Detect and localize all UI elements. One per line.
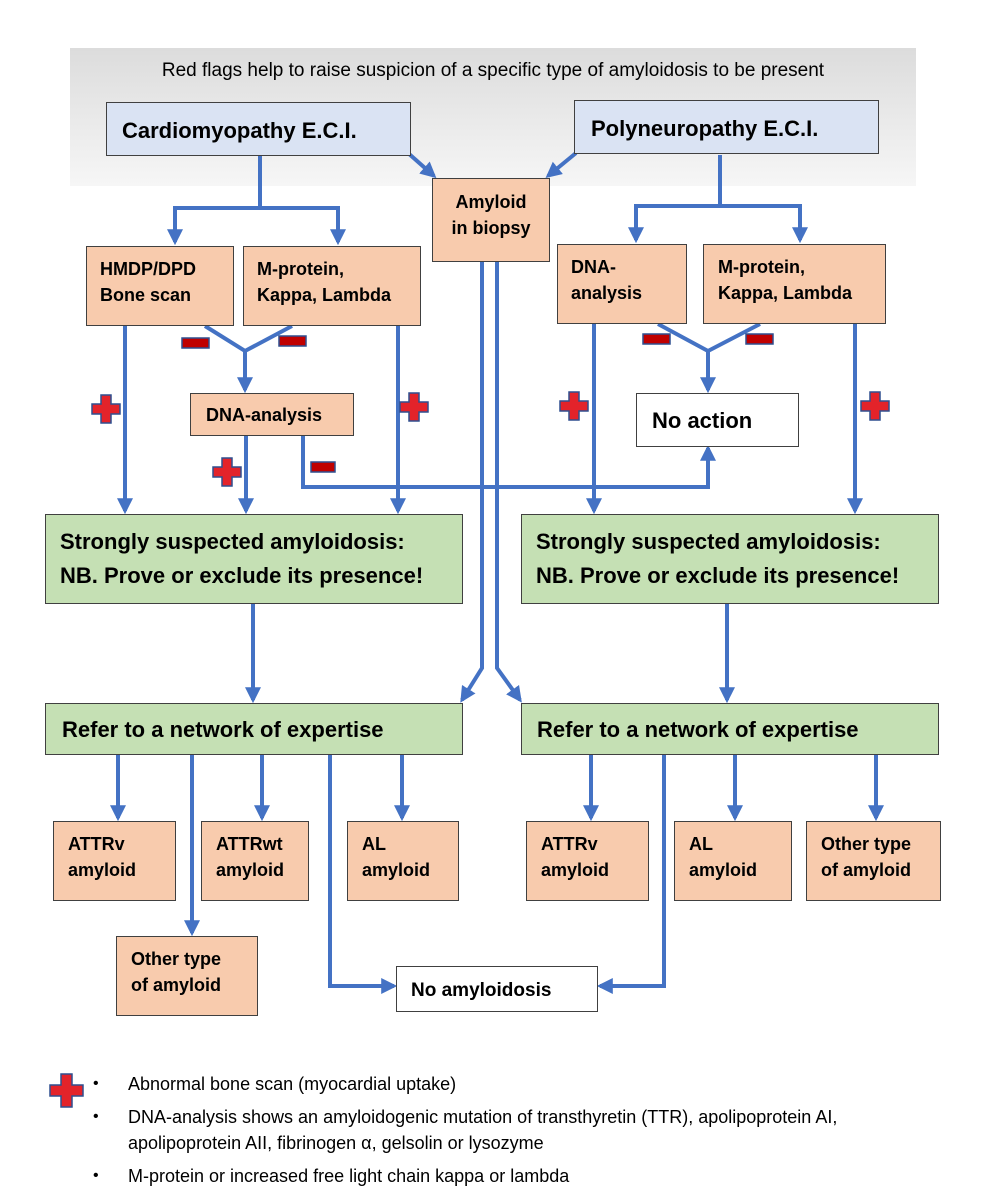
amyloid-biopsy-line2: in biopsy xyxy=(451,218,531,239)
no-amyloidosis-label: No amyloidosis xyxy=(411,980,552,1001)
al-right-box: AL amyloid xyxy=(674,821,792,901)
cardiomyopathy-label: Cardiomyopathy E.C.I. xyxy=(122,118,357,143)
minus-sign-icon xyxy=(278,335,307,347)
arrow-poly-split xyxy=(628,155,722,244)
other-left-box: Other type of amyloid xyxy=(116,936,258,1016)
refer-right-label: Refer to a network of expertise xyxy=(537,717,859,742)
arrow-refer-no-amyloidosis-left xyxy=(328,755,398,994)
attrv-left-box: ATTRv amyloid xyxy=(53,821,176,901)
legend-item-bone-scan: Abnormal bone scan (myocardial uptake) xyxy=(128,1074,457,1094)
attrwt-line1: ATTRwt xyxy=(216,834,283,854)
attrv-left-line2: amyloid xyxy=(68,860,137,881)
amyloid-biopsy-line1: Amyloid xyxy=(455,192,527,212)
suspected-left-box: Strongly suspected amyloidosis: NB. Prov… xyxy=(45,514,463,604)
minus-sign-icon xyxy=(310,461,336,473)
polyneuropathy-label: Polyneuropathy E.C.I. xyxy=(591,116,819,141)
dna-analysis-mid-box: DNA-analysis xyxy=(190,393,354,436)
other-left-line2: of amyloid xyxy=(131,975,222,996)
plus-sign-icon xyxy=(212,457,242,487)
al-left-line2: amyloid xyxy=(362,860,431,881)
polyneuropathy-eci-box: Polyneuropathy E.C.I. xyxy=(574,100,879,154)
cardiomyopathy-eci-box: Cardiomyopathy E.C.I. xyxy=(106,102,411,156)
refer-left-label: Refer to a network of expertise xyxy=(62,717,384,742)
attrv-left-line1: ATTRv xyxy=(68,834,125,854)
arrow-cardio-mprotein xyxy=(260,206,346,246)
other-right-line2: of amyloid xyxy=(821,860,912,881)
mprotein-right-line2: Kappa, Lambda xyxy=(718,283,853,304)
other-left-line1: Other type xyxy=(131,949,222,969)
suspected-left-line1: Strongly suspected amyloidosis: xyxy=(60,529,405,554)
suspected-right-box: Strongly suspected amyloidosis: NB. Prov… xyxy=(521,514,939,604)
dna-analysis-right-box: DNA- analysis xyxy=(557,244,687,324)
al-right-line1: AL xyxy=(689,834,713,854)
hmdp-line1: HMDP/DPD xyxy=(100,259,197,279)
attrwt-box: ATTRwt amyloid xyxy=(201,821,309,901)
refer-right-box: Refer to a network of expertise xyxy=(521,703,939,755)
legend-bullet: • xyxy=(93,1167,99,1184)
refer-left-box: Refer to a network of expertise xyxy=(45,703,463,755)
legend-bullet: • xyxy=(93,1108,99,1125)
arrow-dna-mid-no-action xyxy=(301,436,716,489)
arrow-poly-biopsy xyxy=(545,151,578,179)
al-right-line2: amyloid xyxy=(689,860,758,881)
minus-sign-icon xyxy=(745,333,774,345)
al-left-box: AL amyloid xyxy=(347,821,459,901)
attrv-right-line1: ATTRv xyxy=(541,834,598,854)
minus-sign-icon xyxy=(181,337,210,349)
legend-item-mprotein: M-protein or increased free light chain … xyxy=(128,1166,570,1186)
other-right-line1: Other type xyxy=(821,834,912,854)
suspected-right-line1: Strongly suspected amyloidosis: xyxy=(536,529,881,554)
dna-right-line2: analysis xyxy=(571,283,643,304)
minus-sign-icon xyxy=(642,333,671,345)
plus-sign-icon xyxy=(860,391,890,421)
attrwt-line2: amyloid xyxy=(216,860,285,881)
mprotein-left-line2: Kappa, Lambda xyxy=(257,285,392,306)
arrow-biopsy-refer-left xyxy=(460,262,484,703)
mprotein-right-line1: M-protein, xyxy=(718,257,805,277)
mprotein-right-box: M-protein, Kappa, Lambda xyxy=(703,244,886,324)
arrow-refer-no-amyloidosis-right xyxy=(596,755,666,994)
plus-sign-icon xyxy=(399,392,429,422)
dna-right-line1: DNA- xyxy=(571,257,616,277)
legend-item-dna-line1: DNA-analysis shows an amyloidogenic muta… xyxy=(128,1107,838,1127)
legend-item-dna-line2: apolipoprotein AII, fibrinogen α, gelsol… xyxy=(128,1133,544,1153)
hmdp-line2: Bone scan xyxy=(100,285,192,306)
no-action-label: No action xyxy=(652,408,753,433)
suspected-right-line2: NB. Prove or exclude its presence! xyxy=(536,563,900,589)
plus-sign-icon xyxy=(91,394,121,424)
hmdp-bone-scan-box: HMDP/DPD Bone scan xyxy=(86,246,234,326)
mprotein-left-line1: M-protein, xyxy=(257,259,344,279)
suspected-left-line2: NB. Prove or exclude its presence! xyxy=(60,563,424,589)
al-left-line1: AL xyxy=(362,834,386,854)
no-action-box: No action xyxy=(636,393,799,447)
amyloid-biopsy-box: Amyloid in biopsy xyxy=(432,178,550,262)
arrow-cardio-split xyxy=(167,155,262,246)
mprotein-left-box: M-protein, Kappa, Lambda xyxy=(243,246,421,326)
plus-sign-icon xyxy=(559,391,589,421)
arrow-right-negative-merge xyxy=(657,322,761,354)
other-right-box: Other type of amyloid xyxy=(806,821,941,901)
arrow-poly-mprotein xyxy=(720,204,808,244)
banner-text: Red flags help to raise suspicion of a s… xyxy=(161,60,825,81)
attrv-right-line2: amyloid xyxy=(541,860,610,881)
dna-analysis-mid-label: DNA-analysis xyxy=(206,405,323,425)
arrow-cardio-biopsy xyxy=(406,151,437,179)
legend-bullet: • xyxy=(93,1075,99,1092)
attrv-right-box: ATTRv amyloid xyxy=(526,821,649,901)
no-amyloidosis-box: No amyloidosis xyxy=(396,966,598,1012)
legend-plus-icon xyxy=(49,1073,84,1108)
arrow-biopsy-refer-right xyxy=(495,262,522,703)
